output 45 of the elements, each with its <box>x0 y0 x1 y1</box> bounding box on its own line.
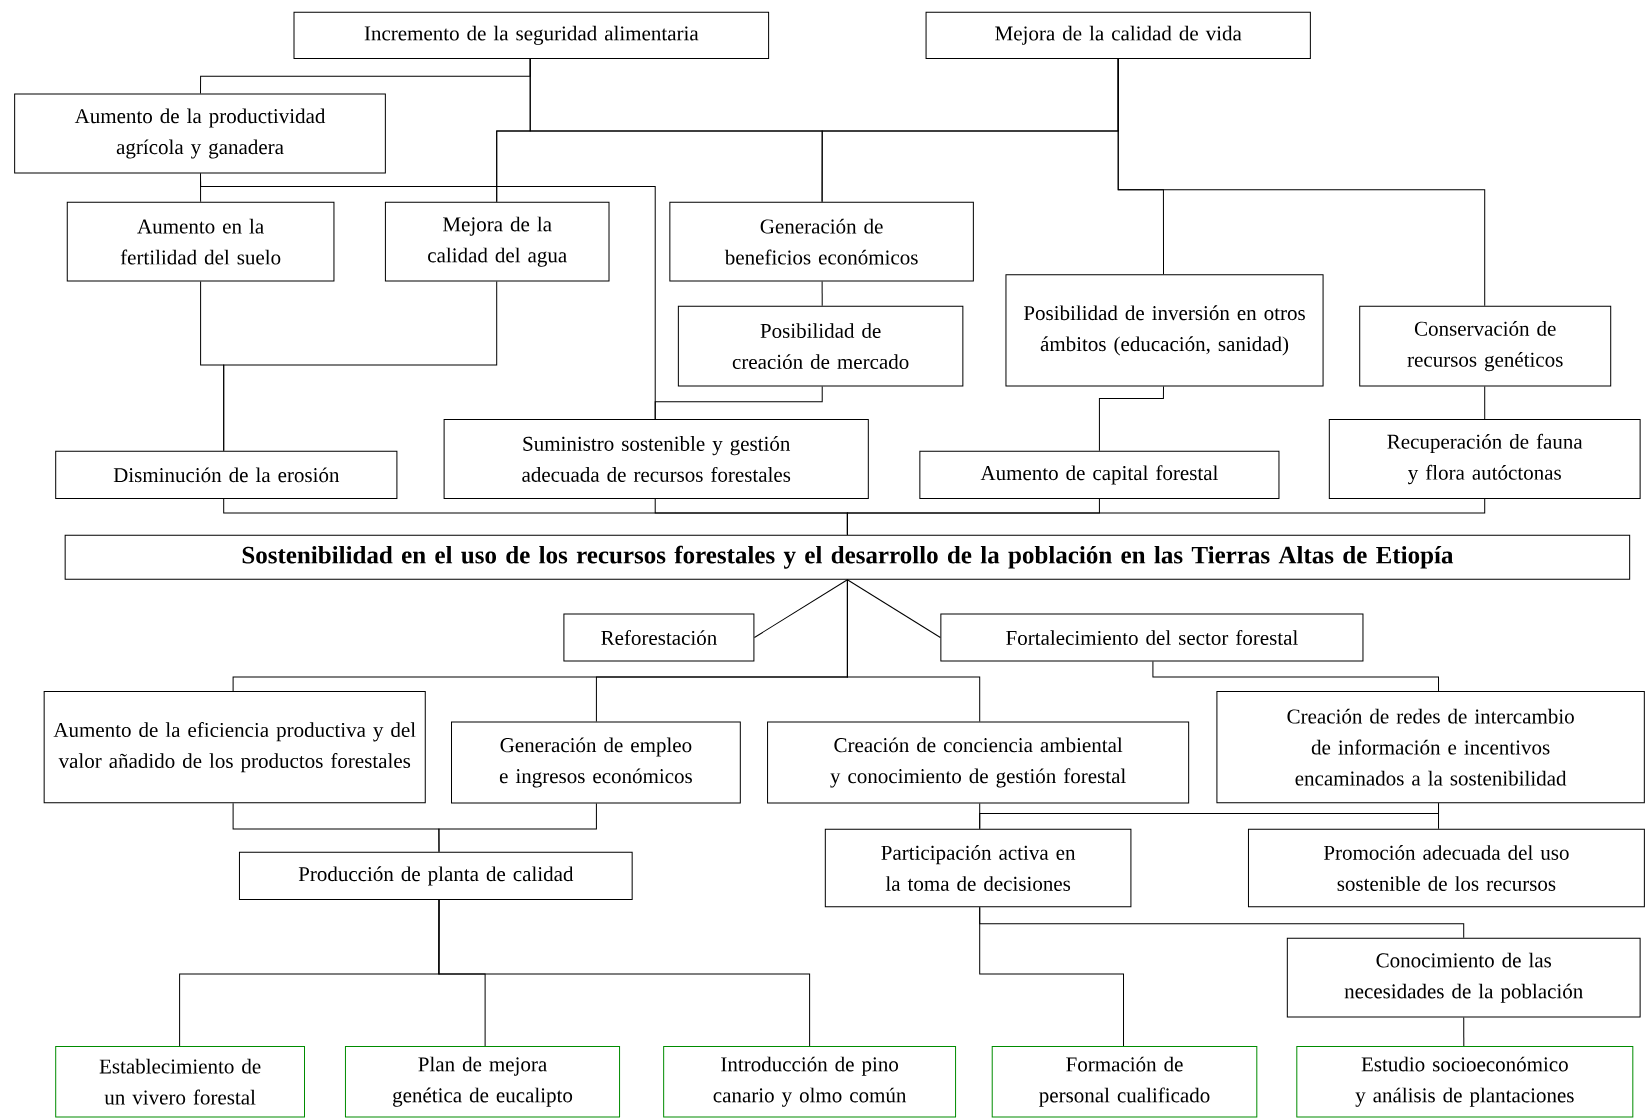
action-box: Formación de personal cualificado <box>991 1046 1258 1118</box>
connector-line <box>979 906 1465 939</box>
objective-box: Disminución de la erosión <box>55 450 398 499</box>
connector-line <box>846 579 941 638</box>
objective-box: Generación de empleo e ingresos económicos <box>451 721 741 804</box>
objective-box: Aumento de la productividad agrícola y ganadera <box>14 93 386 174</box>
objective-box: Aumento de la eficiencia productiva y del valor añadido de los productos forestales <box>43 691 426 804</box>
objective-box: Fortalecimiento del sector forestal <box>940 613 1364 662</box>
connector-line <box>1117 58 1486 307</box>
objective-box: Reforestación <box>563 613 755 662</box>
connector-line <box>654 386 823 420</box>
objective-box: Participación activa en la toma de decisiones <box>824 828 1132 908</box>
objective-box: Incremento de la seguridad alimentaria <box>293 11 770 59</box>
connector-line <box>1438 802 1439 830</box>
connector-line <box>846 579 981 723</box>
connector-line <box>1463 1017 1465 1047</box>
action-box: Plan de mejora genética de eucalipto <box>344 1046 621 1118</box>
objective-box: Aumento en la fertilidad del suelo <box>66 201 335 282</box>
objective-box: Mejora de la calidad del agua <box>384 201 610 282</box>
objective-box: Creación de conciencia ambiental y conocimiento de gestión forestal <box>767 721 1190 804</box>
connector-line <box>846 498 1486 536</box>
action-box: Estudio socioeconómico y análisis de plantaciones <box>1296 1046 1634 1118</box>
connector-line <box>438 802 597 853</box>
connector-line <box>753 579 848 638</box>
connector-line <box>1152 661 1439 692</box>
objective-box: Conservación de recursos genéticos <box>1359 305 1612 387</box>
objective-box: Suministro sostenible y gestión adecuada de recursos forestales <box>443 419 869 499</box>
objective-box: Aumento de capital forestal <box>919 450 1280 499</box>
connector-line <box>438 899 811 1047</box>
action-box: Establecimiento de un vivero forestal <box>55 1046 305 1118</box>
objective-box: Conocimiento de las necesidades de la población <box>1286 937 1641 1018</box>
objective-box: Generación de beneficios económicos <box>669 201 974 282</box>
connector-line <box>1484 386 1486 420</box>
connector-line <box>821 281 823 307</box>
action-box: Introducción de pino canario y olmo común <box>663 1046 957 1118</box>
objective-box: Promoción adecuada del uso sostenible de los recursos <box>1247 828 1645 908</box>
connector-line <box>223 281 498 452</box>
objective-box: Mejora de la calidad de vida <box>925 11 1311 59</box>
objective-box: Posibilidad de creación de mercado <box>677 305 964 387</box>
objective-box: Producción de planta de calidad <box>238 851 633 900</box>
goal-box: Sostenibilidad en el uso de los recursos forestales y el desarrollo de la población en las Tierras Altas de Etiopía <box>64 534 1631 580</box>
connector-line <box>1098 386 1164 452</box>
objective-box: Posibilidad de inversión en otros ámbitos (educación, sanidad) <box>1005 274 1324 387</box>
objective-box: Creación de redes de intercambio de información e incentivos encaminados a la sostenibilidad <box>1216 691 1645 804</box>
objective-box: Recuperación de fauna y flora autóctonas <box>1328 419 1641 499</box>
